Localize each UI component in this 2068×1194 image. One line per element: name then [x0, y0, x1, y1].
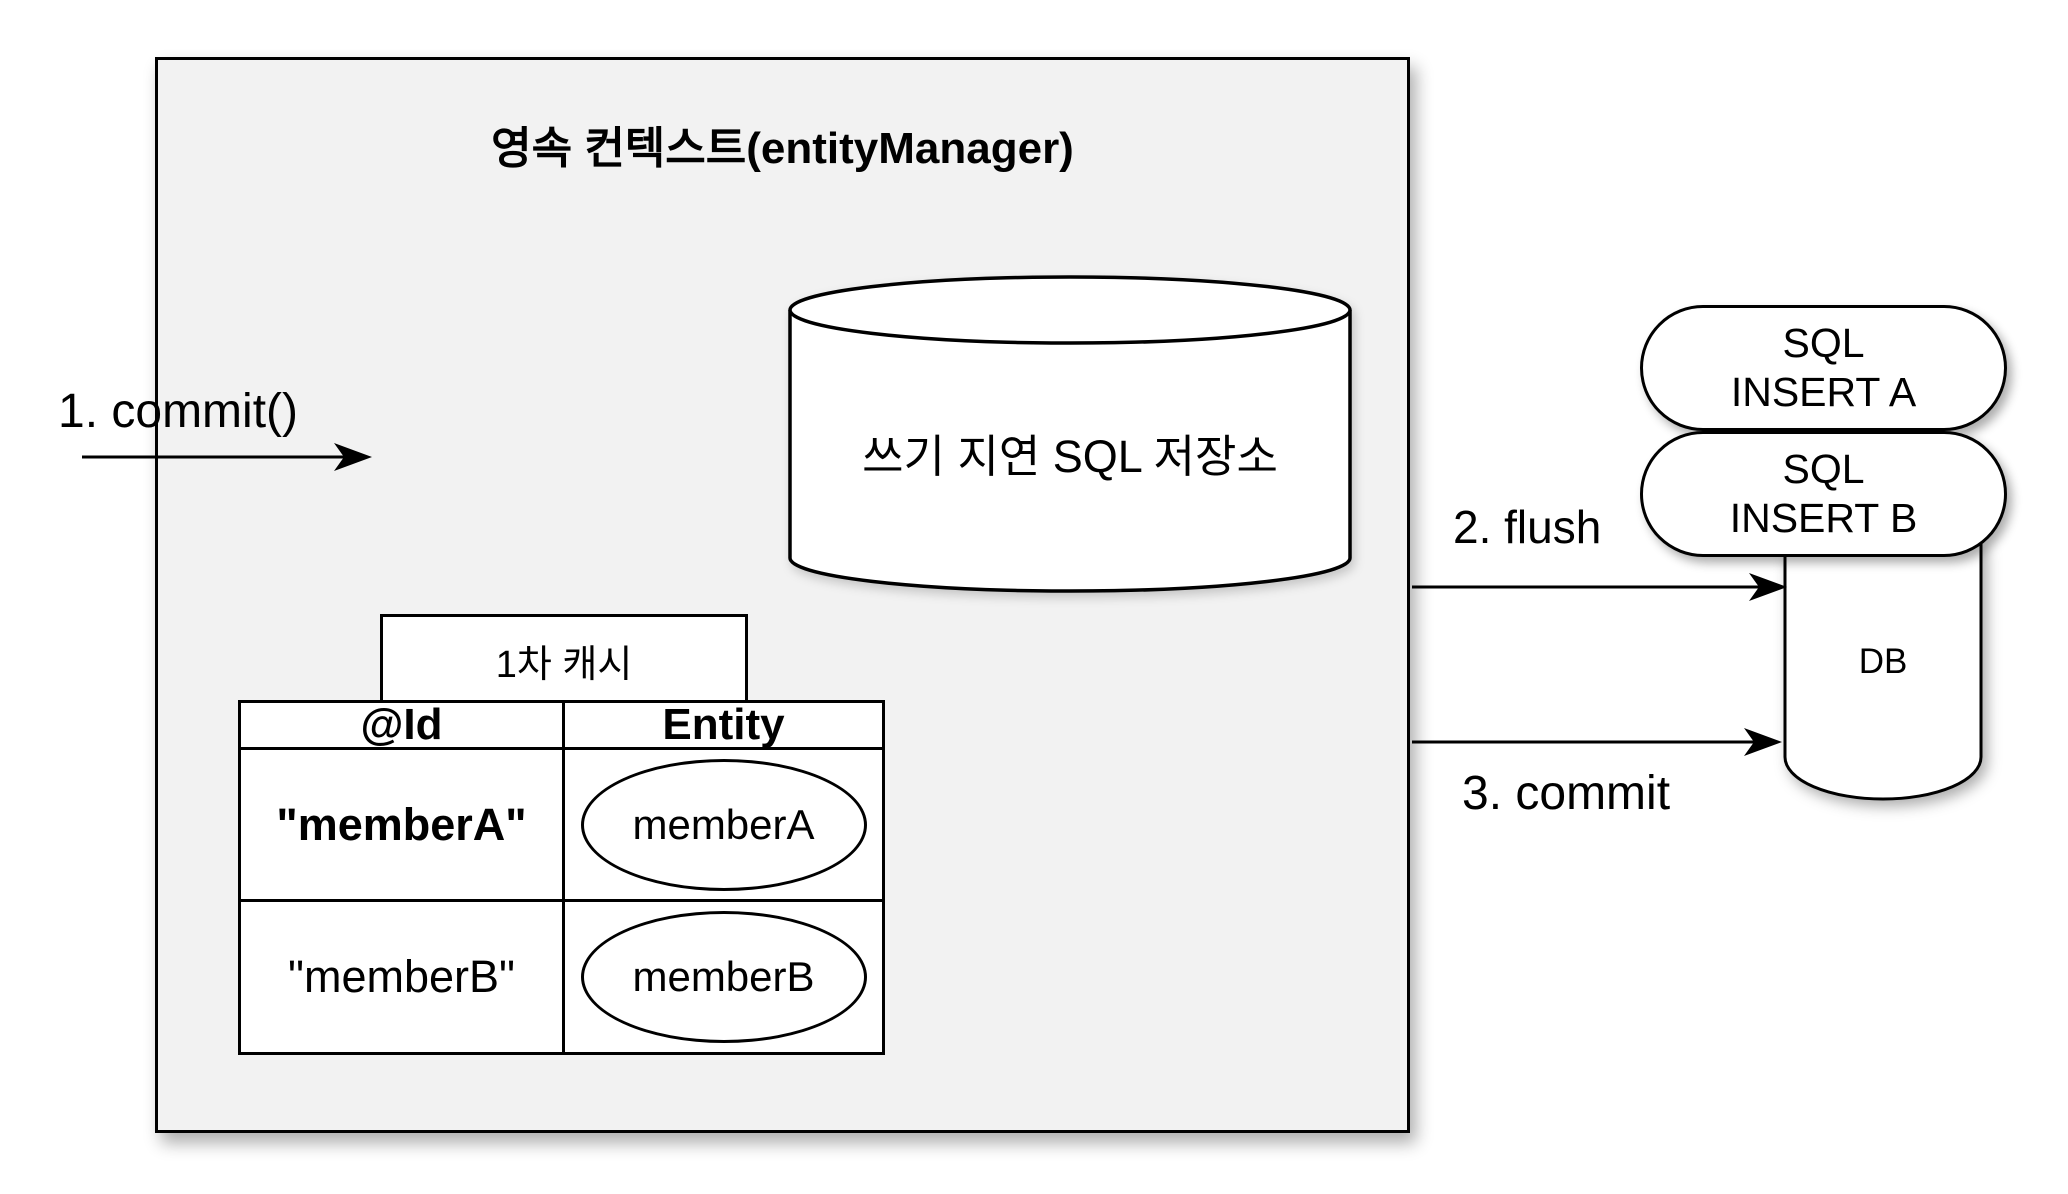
persistence-context-title: 영속 컨텍스트(entityManager) — [491, 124, 1074, 173]
table-cell-entity-member-a: memberA — [565, 750, 882, 902]
table-cell-entity-member-b: memberB — [565, 902, 882, 1052]
sql-insert-a-line2: INSERT A — [1730, 369, 1917, 415]
entity-ellipse-member-b: memberB — [580, 911, 867, 1043]
sql-insert-b-line1: SQL — [1782, 446, 1865, 492]
db-cylinder-shape — [1783, 542, 1983, 801]
commit-to-db-arrowhead-icon — [1744, 728, 1782, 756]
entity-label-member-a: memberA — [632, 800, 815, 848]
step2-flush-label: 2. flush — [1453, 501, 1602, 553]
step1-commit-label: 1. commit() — [58, 385, 298, 438]
column-header-id: @Id — [241, 700, 565, 750]
first-level-cache-label: 1차 캐시 — [495, 643, 633, 686]
write-behind-sql-store-cylinder — [788, 275, 1352, 593]
sql-insert-a-pill: SQL INSERT A — [1640, 305, 2007, 431]
entity-label-member-b: memberB — [632, 953, 815, 1000]
entity-ellipse-member-a: memberA — [580, 758, 867, 891]
cylinder-body — [788, 310, 1352, 593]
cache-table: @Id Entity "memberA" memberA "memberB" m… — [238, 700, 885, 1055]
step3-commit-label: 3. commit — [1462, 767, 1671, 820]
table-cell-id-member-a: "memberA" — [241, 750, 565, 902]
commit-to-db-arrow — [1412, 728, 1782, 756]
flush-arrow — [1412, 573, 1787, 601]
sql-insert-a-line1: SQL — [1782, 320, 1865, 366]
cylinder-top — [788, 275, 1352, 345]
column-header-entity: Entity — [565, 700, 882, 750]
db-label: DB — [1858, 642, 1908, 681]
sql-store-label: 쓰기 지연 SQL 저장소 — [862, 431, 1278, 482]
first-level-cache-tab: 1차 캐시 — [380, 614, 748, 703]
sql-insert-b-line2: INSERT B — [1729, 495, 1918, 541]
table-cell-id-member-b: "memberB" — [241, 902, 565, 1052]
sql-insert-b-pill: SQL INSERT B — [1640, 431, 2007, 557]
db-cylinder — [1783, 542, 1983, 801]
